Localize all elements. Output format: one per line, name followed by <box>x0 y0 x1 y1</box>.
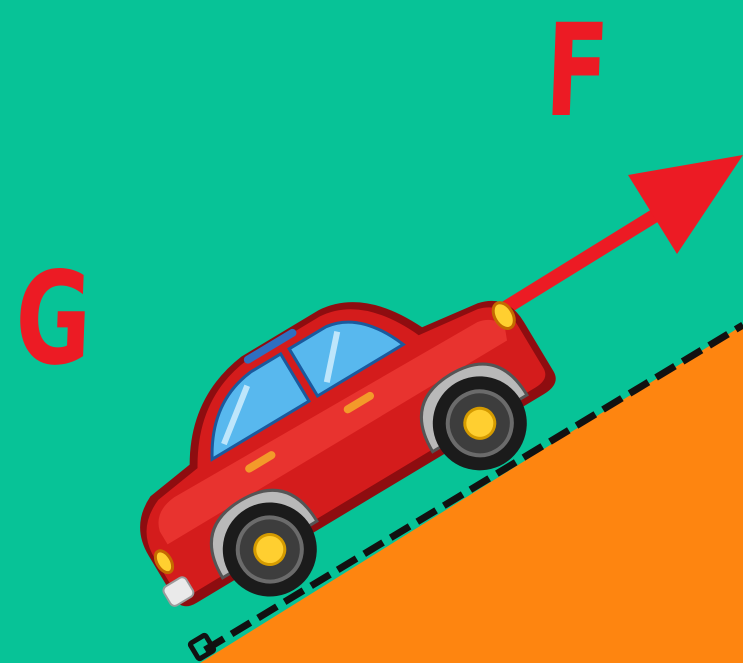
pivot-square-icon <box>190 635 215 660</box>
force-label: F <box>543 8 611 136</box>
gravity-label: G <box>13 256 93 384</box>
